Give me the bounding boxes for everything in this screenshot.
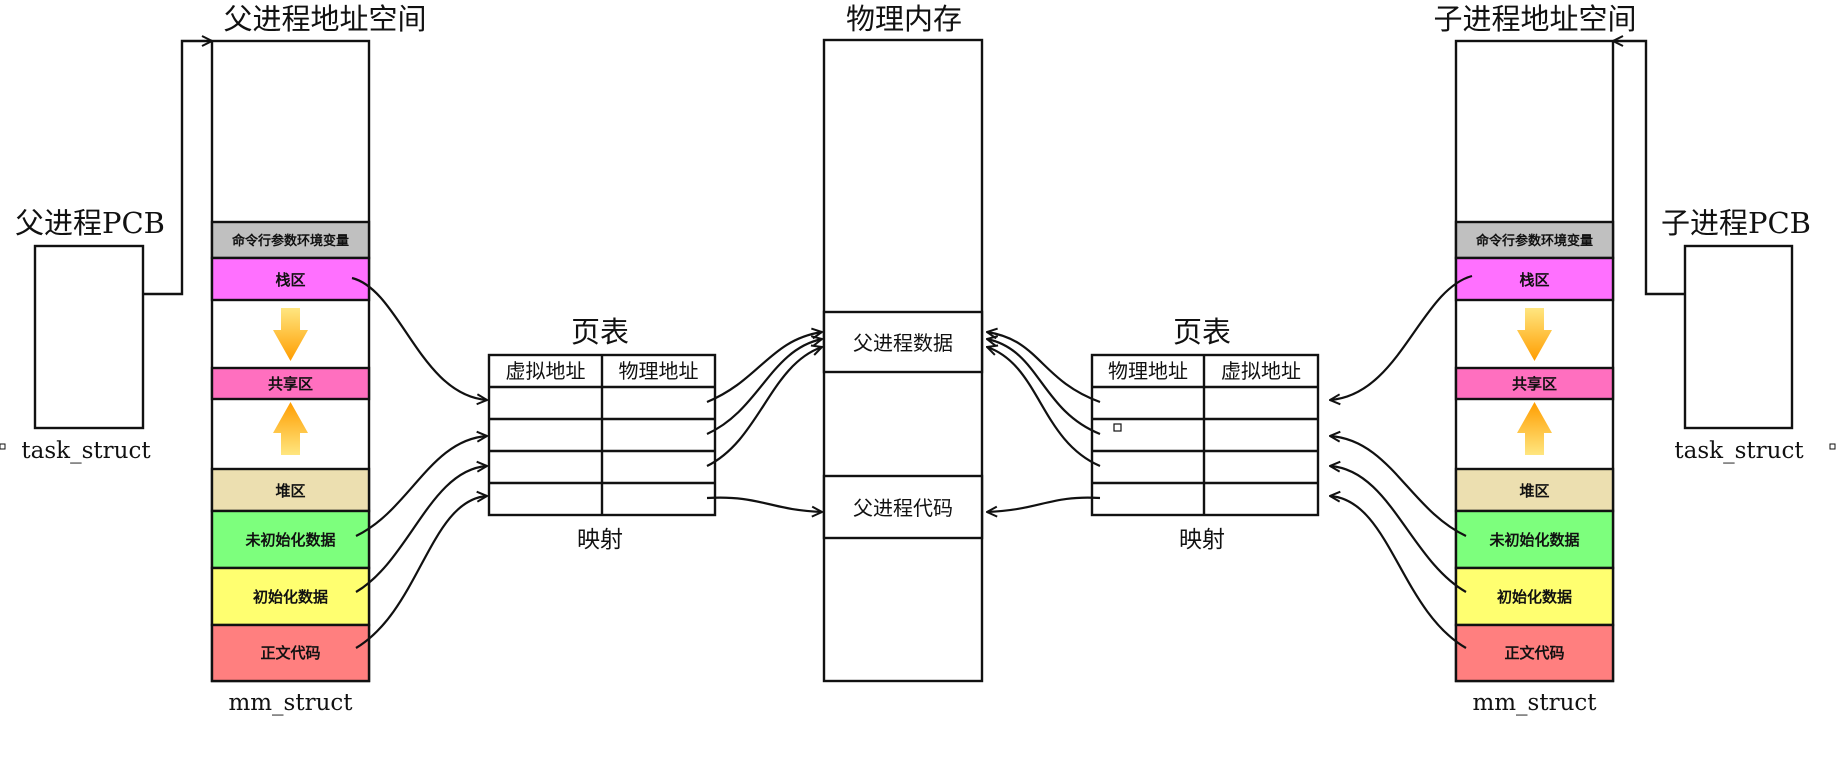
cursor-marker-icon (1113, 423, 1122, 432)
parent-segment-shared-label: 共享区 (268, 375, 313, 393)
map-arrow-right-to-data-2 (987, 339, 1101, 436)
child-segment-shared (1454, 366, 1615, 401)
map-arrow-child-bss (1330, 436, 1467, 537)
child-address-space-title: 子进程地址空间 (1433, 2, 1636, 36)
map-arrow-left-to-data-2 (706, 339, 822, 436)
child-segment-shared-label: 共享区 (1512, 375, 1557, 393)
map-arrow-parent-data (355, 466, 487, 593)
physical-parent-code-label: 父进程代码 (853, 496, 953, 520)
map-arrow-right-to-data-1 (987, 332, 1101, 404)
parent-segment-data (210, 566, 371, 627)
parent-segment-stack (210, 256, 371, 302)
parent-pcb-box (33, 244, 145, 430)
parent-segment-bss (210, 509, 371, 570)
map-arrow-right-to-data-3 (987, 347, 1101, 468)
child-stack-growth-down-icon (1517, 308, 1552, 361)
map-arrow-left-to-data-1 (706, 332, 822, 404)
child-segment-text-label: 正文代码 (1504, 644, 1564, 662)
child-heap-growth-up-icon (1517, 402, 1552, 455)
parent-stack-growth-down-icon (273, 308, 308, 361)
parent-segment-text-label: 正文代码 (260, 644, 320, 662)
physical-memory-title: 物理内存 (846, 2, 962, 36)
child-pcb-box (1683, 244, 1794, 430)
parent-segment-data-label: 初始化数据 (253, 588, 328, 606)
right-page-table-title: 页表 (1173, 315, 1231, 349)
child-segment-data-label: 初始化数据 (1497, 588, 1572, 606)
child-task-struct-label: task_struct (1674, 438, 1804, 464)
physical-parent-data-label: 父进程数据 (853, 331, 953, 355)
parent-segment-heap-label: 堆区 (275, 482, 305, 500)
map-arrow-child-text (1330, 496, 1467, 649)
map-arrow-right-to-code (987, 496, 1101, 512)
child-segment-heap-label: 堆区 (1519, 482, 1549, 500)
parent-segment-text (210, 623, 371, 683)
map-arrow-left-to-code (706, 496, 822, 512)
child-segment-text (1454, 623, 1615, 683)
child-segment-stack-label: 栈区 (1519, 271, 1549, 289)
left-page-table-title: 页表 (571, 315, 629, 349)
parent-segment-stack-label: 栈区 (275, 271, 305, 289)
parent-segment-heap (210, 467, 371, 513)
physical-parent-code-block (822, 474, 984, 540)
physical-parent-data-block (822, 310, 984, 374)
child-pcb-pointer-arrow (1613, 41, 1685, 296)
parent-pcb-label: 父进程PCB (15, 206, 165, 240)
map-arrow-parent-bss (355, 436, 487, 537)
map-arrow-parent-text (355, 496, 487, 649)
left-mapping-caption: 映射 (577, 527, 623, 553)
right-mapping-caption: 映射 (1179, 527, 1225, 553)
parent-address-space-title: 父进程地址空间 (223, 2, 426, 36)
parent-segment-bss-label: 未初始化数据 (244, 531, 335, 549)
child-pcb-label: 子进程PCB (1661, 206, 1811, 240)
parent-segment-cmd-env-label: 命令行参数环境变量 (231, 233, 349, 249)
child-segment-stack (1454, 256, 1615, 302)
map-arrow-left-to-data-3 (706, 347, 822, 467)
child-anchor-marker (1829, 443, 1836, 450)
left-page-table-header-physical: 物理地址 (619, 359, 699, 383)
map-arrow-child-data (1330, 466, 1467, 593)
right-page-table-header-virtual: 虚拟地址 (1221, 359, 1301, 383)
left-page-table-header-virtual: 虚拟地址 (506, 359, 586, 383)
parent-task-struct-label: task_struct (21, 438, 151, 464)
child-segment-bss-label: 未初始化数据 (1488, 531, 1579, 549)
right-page-table-header-physical: 物理地址 (1108, 359, 1188, 383)
child-segment-cmd-env-label: 命令行参数环境变量 (1475, 233, 1593, 249)
parent-segment-shared (210, 366, 371, 401)
map-arrow-child-stack (1330, 274, 1473, 400)
child-mm-struct-label: mm_struct (1472, 690, 1597, 716)
parent-anchor-marker (0, 443, 6, 450)
parent-pcb-pointer-arrow (143, 41, 212, 296)
parent-heap-growth-up-icon (273, 402, 308, 455)
map-arrow-parent-stack (351, 276, 487, 400)
parent-mm-struct-label: mm_struct (228, 690, 353, 716)
